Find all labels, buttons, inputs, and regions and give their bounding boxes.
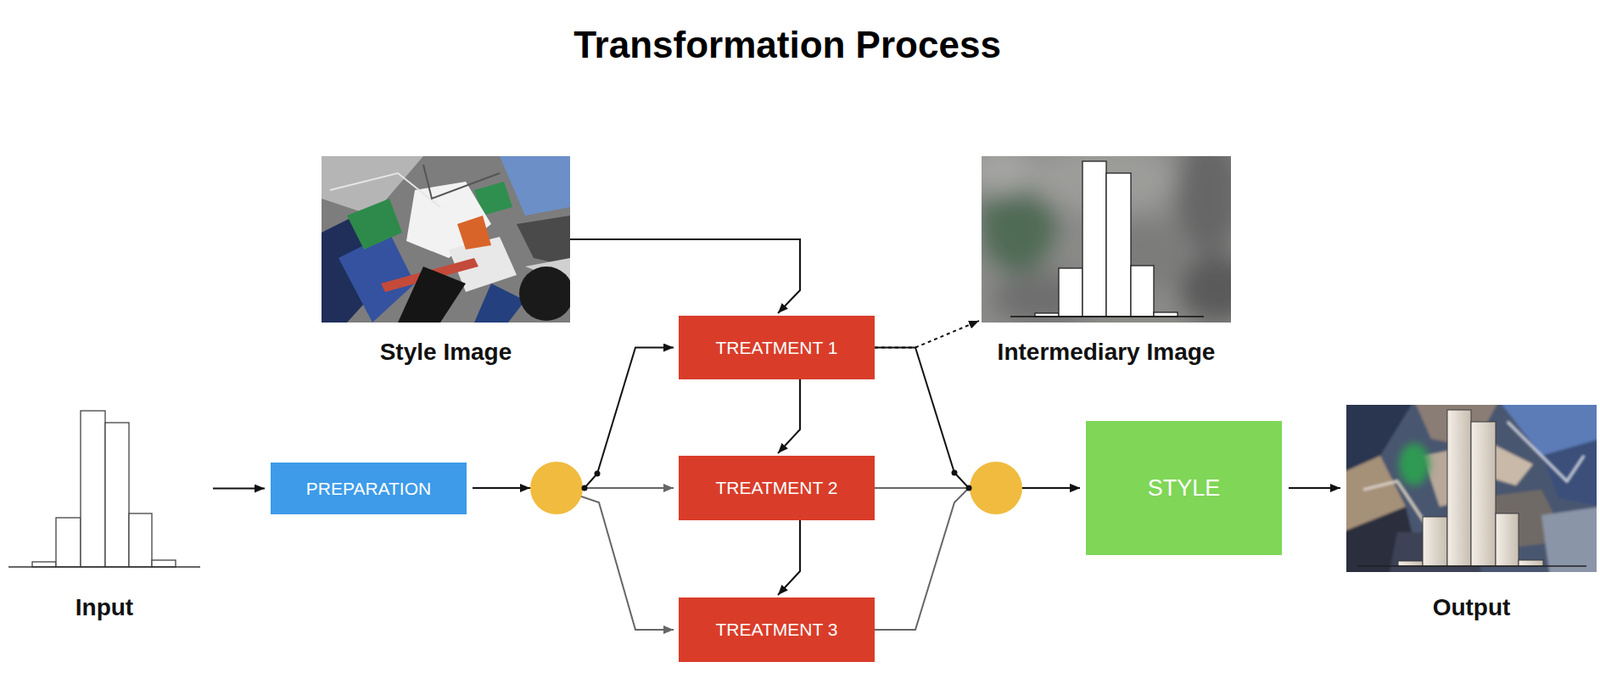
image-panel: Intermediary Image bbox=[981, 156, 1231, 323]
illustration-part bbox=[32, 561, 56, 567]
illustration-part bbox=[1346, 404, 1597, 572]
switch-dot bbox=[966, 485, 973, 492]
illustration-part bbox=[1422, 516, 1448, 566]
illustration-part bbox=[981, 156, 1231, 323]
connector-arrow bbox=[472, 487, 674, 630]
illustration-part bbox=[8, 565, 201, 568]
connector-arrow bbox=[212, 487, 265, 490]
illustration-part bbox=[1398, 560, 1423, 566]
switch-dot bbox=[951, 469, 958, 476]
style-painting bbox=[321, 156, 571, 323]
illustration-part bbox=[1010, 315, 1204, 318]
illustration-part bbox=[519, 266, 571, 321]
connector-arrow bbox=[874, 320, 980, 348]
illustration-part bbox=[1398, 442, 1430, 486]
switch-dot bbox=[581, 485, 588, 492]
process-box: TREATMENT 1 bbox=[678, 315, 875, 380]
title-holder: Transformation Process bbox=[0, 22, 1575, 68]
illustration-part bbox=[1034, 161, 1178, 317]
illustration-part bbox=[212, 239, 1341, 630]
illustration-part bbox=[1346, 404, 1597, 572]
illustration-part bbox=[1541, 506, 1597, 572]
intermediary-picture bbox=[981, 156, 1231, 323]
illustration-part bbox=[516, 215, 571, 267]
illustration-part bbox=[346, 198, 403, 250]
connector-arrow bbox=[1288, 486, 1341, 489]
illustration-part bbox=[474, 283, 526, 323]
illustration-part bbox=[330, 173, 441, 207]
output-picture bbox=[1346, 404, 1597, 572]
image-label: Style Image bbox=[380, 338, 513, 366]
box-label: TREATMENT 2 bbox=[716, 477, 839, 498]
illustration-part bbox=[321, 156, 571, 323]
switch-dot bbox=[594, 470, 601, 477]
illustration-part bbox=[1082, 161, 1107, 317]
junction-circle bbox=[969, 461, 1023, 515]
illustration-part bbox=[1058, 268, 1083, 317]
illustration-part bbox=[80, 410, 106, 567]
illustration-part bbox=[1106, 173, 1131, 317]
illustration-part bbox=[1447, 409, 1472, 566]
process-box: PREPARATION bbox=[270, 462, 467, 515]
illustration-part bbox=[1346, 404, 1597, 572]
illustration-part bbox=[1130, 265, 1154, 317]
connector-arrow bbox=[472, 347, 674, 489]
illustration-part bbox=[1398, 409, 1544, 566]
image-label: Output bbox=[1432, 593, 1511, 621]
connector-arrow bbox=[777, 379, 800, 454]
junction-circle bbox=[530, 461, 583, 515]
illustration-part bbox=[1507, 421, 1584, 482]
illustration-part bbox=[1363, 481, 1432, 532]
image-panel: Style Image bbox=[321, 156, 571, 323]
diagram-title: Transformation Process bbox=[573, 22, 1002, 68]
connector-arrow bbox=[570, 239, 800, 314]
illustration-part bbox=[457, 215, 492, 250]
illustration-part bbox=[1471, 421, 1496, 566]
box-label: PREPARATION bbox=[306, 478, 431, 499]
illustration-part bbox=[105, 422, 129, 567]
process-box: STYLE bbox=[1085, 420, 1282, 555]
image-label: Input bbox=[75, 593, 134, 621]
illustration-part bbox=[128, 513, 152, 567]
image-panel: Output bbox=[1346, 404, 1597, 572]
image-panel: Input bbox=[8, 408, 201, 567]
connector-arrow bbox=[874, 487, 1080, 630]
illustration-part bbox=[1541, 438, 1597, 507]
illustration-part bbox=[151, 559, 176, 567]
box-label: TREATMENT 3 bbox=[716, 619, 839, 640]
connector-arrow bbox=[874, 347, 1080, 489]
connector-arrow bbox=[777, 520, 800, 595]
process-box: TREATMENT 3 bbox=[678, 597, 875, 662]
illustration-part bbox=[1518, 559, 1544, 566]
box-label: TREATMENT 1 bbox=[716, 337, 839, 359]
process-box: TREATMENT 2 bbox=[678, 455, 875, 521]
illustration-part bbox=[423, 164, 500, 199]
illustration-part bbox=[1179, 254, 1231, 323]
illustration-part bbox=[55, 517, 81, 567]
illustration-part bbox=[1357, 565, 1587, 567]
box-label: STYLE bbox=[1147, 475, 1221, 502]
image-label: Intermediary Image bbox=[997, 338, 1216, 366]
illustration-part bbox=[397, 266, 466, 323]
illustration-part bbox=[1495, 513, 1519, 566]
input-histogram bbox=[8, 410, 201, 567]
arrow-head bbox=[520, 483, 531, 493]
